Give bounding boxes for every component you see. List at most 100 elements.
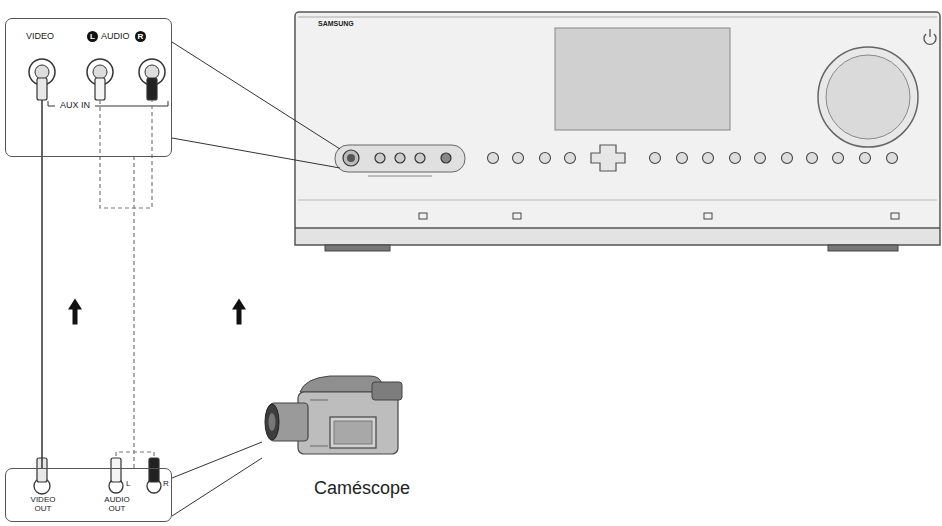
rca-plug [37,458,159,482]
rca-plug [41,100,43,157]
camcorder [265,376,402,454]
camcorder [265,404,279,440]
audio-cable-dashed [100,100,154,470]
leader-line [172,42,340,168]
direction-pad [591,145,625,171]
front-button [887,153,898,164]
camcorder [269,413,276,431]
audio-cable [133,157,134,468]
volume-knob [818,47,918,147]
base-slot [891,213,899,219]
camcorder [300,376,382,392]
leader-line [172,42,340,149]
front-jack-panel [395,153,405,163]
rca-plug [111,458,121,482]
front-button [650,153,661,164]
leader-line [172,458,262,516]
audio-cable-dashed [100,100,152,208]
front-jack-panel [441,153,451,163]
front-button [540,153,551,164]
base-slot [513,213,521,219]
brand-name: SAMSUNG [318,20,354,28]
front-button [755,153,766,164]
front-jack-panel [375,153,385,163]
base-slot [419,213,427,219]
rca-plug [95,78,105,100]
front-button [703,153,714,164]
camcorder [310,446,328,447]
jack-label: VIDEO [26,31,54,41]
aux-bracket [168,101,169,106]
front-button [565,153,576,164]
video-cable [41,157,43,468]
front-jack-panel [335,145,465,176]
arrow-head [232,299,246,325]
aux-jack [145,65,159,79]
power-symbol [929,29,930,37]
receiver-body [828,245,898,251]
volume-knob [818,47,918,147]
camcorder: Caméscope [262,372,412,501]
channel-label: R [135,31,146,42]
receiver-body [325,245,390,251]
output-label: VIDEO OUT [23,495,63,513]
receiver-body [298,17,937,18]
front-button [782,153,793,164]
jack-label: AUDIO [101,31,130,41]
camcorder-output-panel: VIDEO OUT L AUDIO OUT R [5,468,172,522]
rca-plug [37,78,47,100]
front-button [860,153,871,164]
rca-plug [149,458,159,482]
front-jack-panel [368,176,432,177]
channel-label: L [126,479,130,488]
front-button [513,153,524,164]
arrow-head [68,299,82,325]
front-button [833,153,844,164]
base-slot [419,213,899,219]
camcorder [372,382,402,400]
camcorder [330,417,376,448]
input-label: AUX IN [55,100,95,110]
base-slot [704,213,712,219]
front-button [488,153,898,164]
camcorder-jack [34,478,161,494]
arrow-head [68,299,82,325]
rca-plug [147,78,157,100]
leader-line [172,442,262,478]
rca-plug [37,78,157,157]
front-jack-panel [347,154,355,162]
front-jack-panel [415,153,425,163]
device-label: Caméscope [314,478,410,499]
receiver-body [298,200,937,201]
aux-jack [93,65,107,79]
front-jack-panel [335,145,465,172]
aux-bracket [48,101,49,106]
arrow-head [232,299,246,325]
display-window [555,28,730,130]
receiver: SAMSUNG [295,12,940,245]
direction-pad [591,145,625,171]
output-label: AUDIO OUT [97,495,137,513]
front-button [807,153,818,164]
camcorder [310,400,328,401]
volume-knob [826,55,910,139]
aux-jack [35,65,49,79]
leader-line [172,138,340,168]
front-jack-panel [343,150,359,166]
channel-label: R [163,479,169,488]
aux-in-inset: VIDEO LAUDIO R AUX IN [5,18,172,157]
receiver-body [295,12,940,251]
receiver-body [295,12,940,230]
channel-label: L [87,31,98,42]
power-symbol [924,29,936,44]
front-button [488,153,499,164]
leader-line [172,442,262,516]
display-window [555,28,730,130]
front-button [730,153,741,164]
front-button [677,153,688,164]
camcorder [334,421,372,444]
camcorder [298,392,398,454]
